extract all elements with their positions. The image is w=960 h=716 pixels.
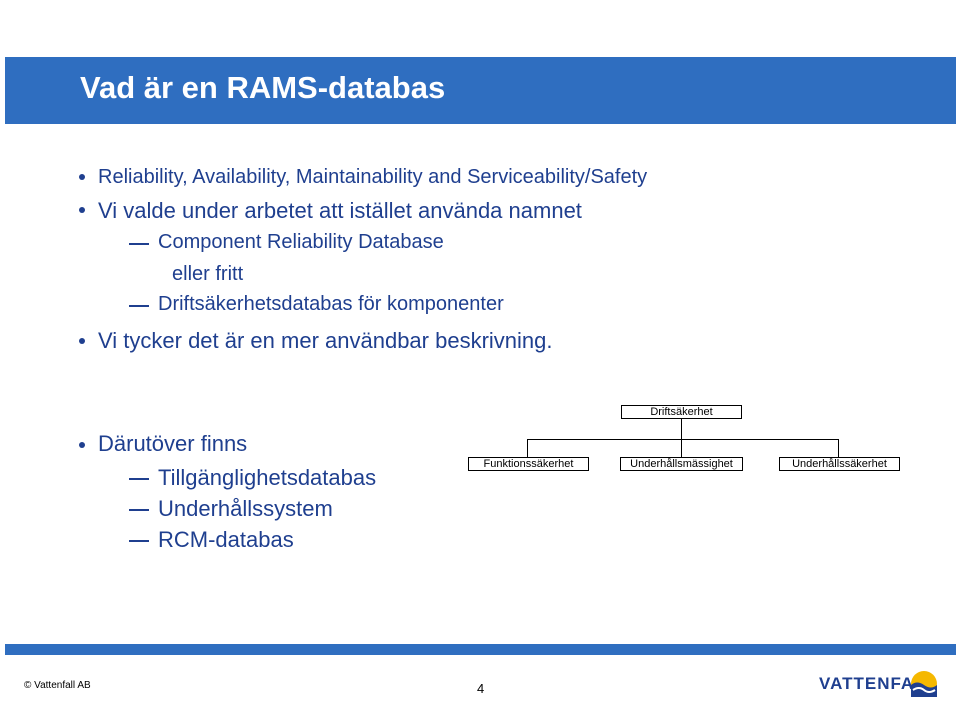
section2-bullet: Därutöver finns (98, 431, 248, 456)
diagram-connector (681, 419, 682, 439)
bullet-2: Vi valde under arbetet att istället anvä… (98, 198, 582, 223)
diagram-child-box: Funktionssäkerhet (468, 457, 589, 471)
footer-bar (5, 644, 956, 655)
diagram-connector (527, 439, 528, 457)
vattenfall-logo-icon (911, 671, 937, 697)
section2-item-1: Tillgänglighetsdatabas (158, 465, 377, 490)
diagram-connector (681, 439, 682, 457)
bullet-3: Vi tycker det är en mer användbar beskri… (98, 328, 553, 353)
bullet-dot (79, 207, 85, 213)
section2-item-2: Underhållssystem (158, 496, 333, 521)
sub-dash (129, 509, 149, 511)
sub-dash (129, 478, 149, 480)
diagram-connector (527, 439, 839, 440)
bullet-dot (79, 338, 85, 344)
vattenfall-logo-text: VATTENFALL (819, 674, 937, 693)
sub-dash (129, 540, 149, 542)
title-bar (5, 57, 956, 124)
slide-title: Vad är en RAMS-databas (80, 70, 446, 105)
diagram-child-box: Underhållsmässighet (620, 457, 743, 471)
sub-item-3: Driftsäkerhetsdatabas för komponenter (158, 293, 504, 315)
section2-item-3: RCM-databas (158, 527, 294, 552)
sub-dash (129, 305, 149, 307)
copyright: © Vattenfall AB (24, 680, 91, 691)
diagram-root-box: Driftsäkerhet (621, 405, 742, 419)
diagram-child-box: Underhållssäkerhet (779, 457, 900, 471)
bullet-dot (79, 442, 85, 448)
page-number: 4 (477, 681, 485, 696)
sub-item-1: Component Reliability Database (158, 231, 444, 253)
bullet-1: Reliability, Availability, Maintainabili… (98, 166, 648, 188)
sub-item-2: eller fritt (172, 263, 244, 285)
diagram-connector (838, 439, 839, 457)
sub-dash (129, 243, 149, 245)
bullet-dot (79, 174, 85, 180)
